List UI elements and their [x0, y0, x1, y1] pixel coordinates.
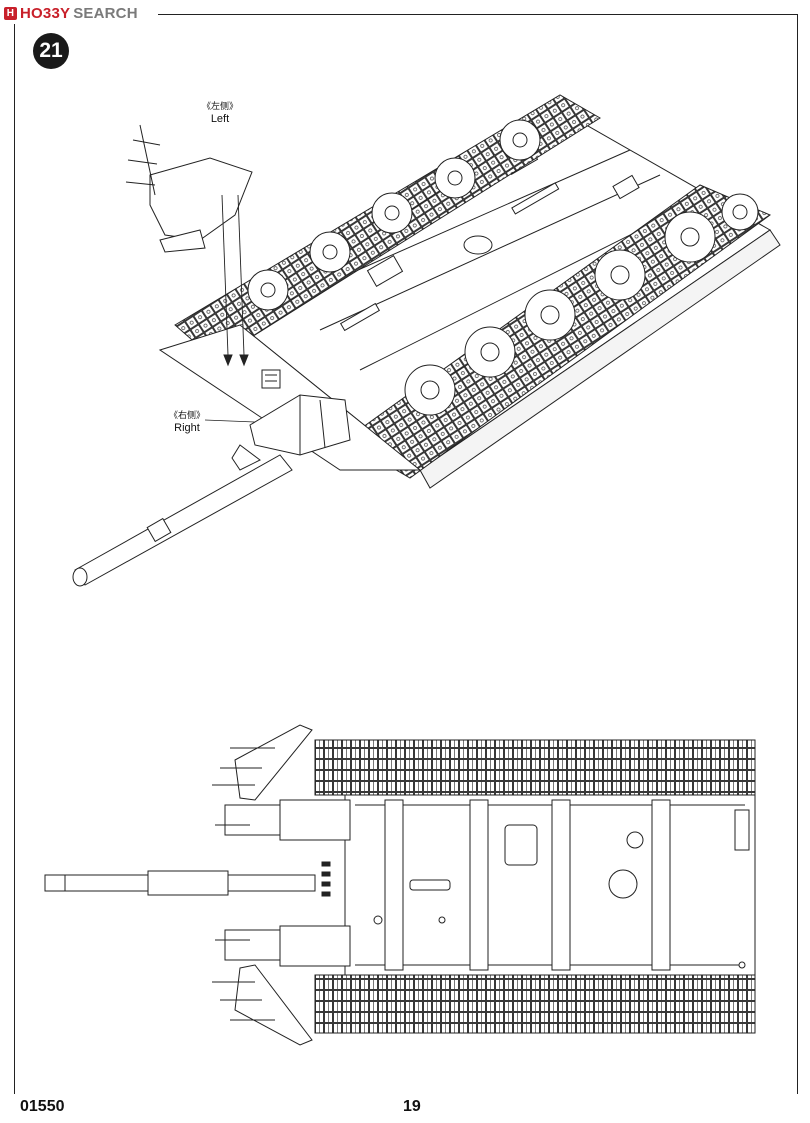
callout-right-label: 《右侧》 Right — [162, 410, 212, 434]
plan-plough-top — [212, 724, 351, 841]
plan-gun-barrel — [44, 870, 316, 896]
page-frame-top — [158, 14, 798, 15]
watermark-logo-icon: H — [4, 6, 17, 20]
callout-left-label: 《左侧》 Left — [195, 101, 245, 125]
page-frame-right — [797, 14, 798, 1094]
callout-right-leader — [204, 419, 256, 423]
iso-roadwheels-right — [404, 193, 759, 416]
iso-hull-rear-plate — [419, 229, 781, 489]
page-number: 19 — [403, 1098, 421, 1115]
plan-plough-bottom — [212, 925, 351, 1046]
iso-plough-left — [125, 124, 253, 253]
iso-plough-right — [231, 394, 351, 471]
iso-hull-view — [72, 94, 781, 587]
callout-left-en: Left — [210, 113, 230, 125]
callout-left-cn: 《左侧》 — [201, 102, 238, 112]
plan-hull-body — [344, 794, 756, 976]
hobbysearch-watermark: H HO33Y SEARCH — [4, 4, 138, 22]
plan-cross-members — [384, 799, 671, 971]
callout-right-en: Right — [174, 422, 200, 434]
step-number-badge: 21 — [33, 33, 69, 69]
plan-track-bottom — [314, 974, 756, 1034]
watermark-search-text: SEARCH — [73, 4, 138, 22]
iso-roadwheels-left — [247, 119, 541, 311]
page-frame-left — [14, 24, 15, 1094]
watermark-hobby-text: HO33Y — [20, 4, 71, 22]
plan-bow-markers — [321, 861, 331, 897]
iso-gun-barrel — [72, 454, 293, 587]
product-code: 01550 — [20, 1098, 65, 1115]
callout-right-cn: 《右侧》 — [168, 411, 205, 421]
plan-hull-view — [44, 724, 756, 1046]
plan-track-top — [314, 739, 756, 796]
iso-hull-hatch — [463, 235, 493, 255]
